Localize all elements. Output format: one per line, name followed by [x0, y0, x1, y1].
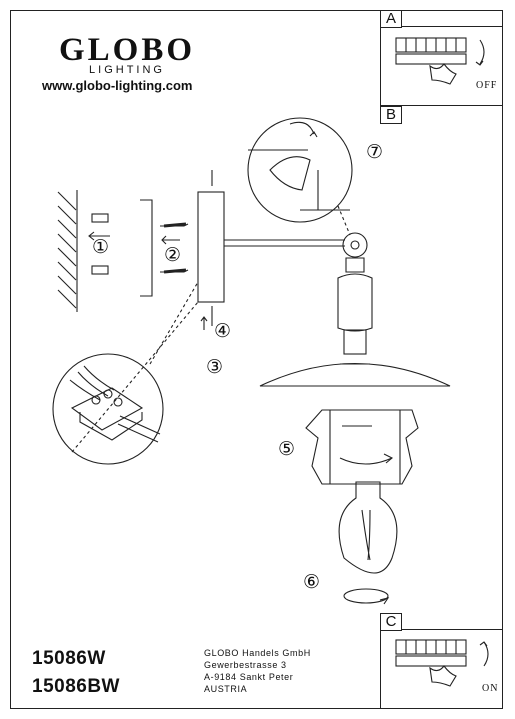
brand-url: www.globo-lighting.com [42, 78, 193, 93]
address-line-3: A-9184 Sankt Peter [204, 672, 294, 682]
knuckle [342, 232, 368, 258]
step-2: ② [164, 244, 182, 266]
brand-logo: GLOBO LIGHTING [52, 32, 202, 77]
step-7: ⑦ [366, 141, 384, 163]
step-5: ⑤ [278, 438, 296, 460]
step-1: ① [92, 236, 110, 258]
bulb [338, 481, 398, 574]
step-3: ③ [206, 356, 224, 378]
panel-c-state: ON [482, 683, 499, 694]
panel-c-tag: C [380, 613, 402, 631]
step-6: ⑥ [303, 571, 321, 593]
address-line-1: GLOBO Handels GmbH [204, 648, 311, 658]
switch-off-drawing [395, 37, 485, 85]
address-line-4: AUSTRIA [204, 684, 248, 694]
detail-circle-wiring [52, 353, 164, 465]
switch-on-drawing [395, 639, 489, 687]
panel-b-tag: B [380, 106, 402, 124]
dowel-bottom [91, 265, 109, 275]
detail-circle-b [247, 117, 353, 223]
lamp-shade [259, 363, 451, 387]
canopy [197, 191, 225, 303]
dowel-top [91, 213, 109, 223]
brand-subline: LIGHTING [89, 64, 165, 76]
address-line-2: Gewerbestrasse 3 [204, 660, 287, 670]
manufacturer-address: GLOBO Handels GmbH Gewerbestrasse 3 A-91… [204, 647, 311, 695]
mounting-plate [140, 199, 153, 297]
glass-cage [305, 409, 419, 485]
page-border [10, 10, 503, 709]
brand-name: GLOBO [58, 32, 196, 68]
panel-a-tag: A [380, 10, 402, 28]
model-number-1: 15086W [32, 648, 106, 669]
wall [57, 190, 78, 312]
model-number-2: 15086BW [32, 676, 120, 697]
panel-a-state: OFF [476, 80, 498, 91]
step-4: ④ [214, 320, 232, 342]
lamp-socket [337, 273, 373, 332]
